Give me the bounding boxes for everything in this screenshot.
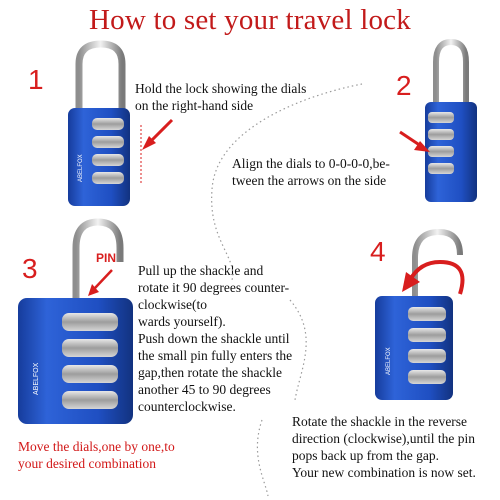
lock-step-3: ABELFOX [18,218,133,424]
step-3-note-line: your desired combination [18,456,156,471]
step-2-text: Align the dials to 0-0-0-0,be- tween the… [232,155,390,189]
step-4-line: Your new combination is now set. [292,465,476,480]
arrow-head-icon [414,141,430,152]
arrow-head-icon [402,272,420,292]
step-3-number: 3 [22,253,38,284]
step-1-number: 1 [28,64,44,95]
step-3-line: rotate it 90 degrees counter- [138,280,290,295]
lock-brand: ABELFOX [33,362,40,395]
step-4-text: Rotate the shackle in the reverse direct… [292,413,476,481]
arrow-head-icon [88,284,99,296]
dashed-guide-curve [256,419,269,497]
lock-brand: ABELFOX [78,154,84,182]
step-2-line: Align the dials to 0-0-0-0,be- [232,156,390,171]
step-4-line: direction (clockwise),until the pin [292,431,475,446]
step-3-note: Move the dials,one by one,to your desire… [18,438,175,472]
dashed-guide-curve [289,299,307,401]
step-3-line: clockwise(to [138,297,207,312]
pin-label: PIN [96,251,117,265]
lock-step-4: ABELFOX [375,228,463,400]
step-3-text: Pull up the shackle and rotate it 90 deg… [138,262,292,415]
page-title: How to set your travel lock [89,4,411,36]
step-3-line: Pull up the shackle and [138,263,264,278]
dashed-guide-curve [211,83,363,281]
step-3-line: gap,then rotate the shackle [138,365,282,380]
step-3-line: Push down the shackle until [138,331,290,346]
lock-step-2 [425,38,477,202]
step-3-line: wards yourself). [138,314,226,329]
step-2-line: tween the arrows on the side [232,173,387,188]
pin-arrow-icon [94,269,113,289]
step-4-line: pops back up from the gap. [292,448,439,463]
step-1-text: Hold the lock showing the dials on the r… [135,80,306,114]
step-2-number: 2 [396,70,412,101]
step-3-note-line: Move the dials,one by one,to [18,439,175,454]
step-1-line: on the right-hand side [135,98,254,113]
rotate-arrow-icon [408,259,465,295]
step-3-line: the small pin fully enters the [138,348,293,363]
lock-brand: ABELFOX [386,347,392,375]
step-4-line: Rotate the shackle in the reverse [292,414,468,429]
step-3-line: another 45 to 90 degrees [138,382,271,397]
lock-step-1: ABELFOX [68,40,130,206]
arrow-head-icon [142,136,156,150]
step-4-number: 4 [370,236,386,267]
step-3-line: counterclockwise. [138,399,236,414]
step-1-line: Hold the lock showing the dials [135,81,307,96]
